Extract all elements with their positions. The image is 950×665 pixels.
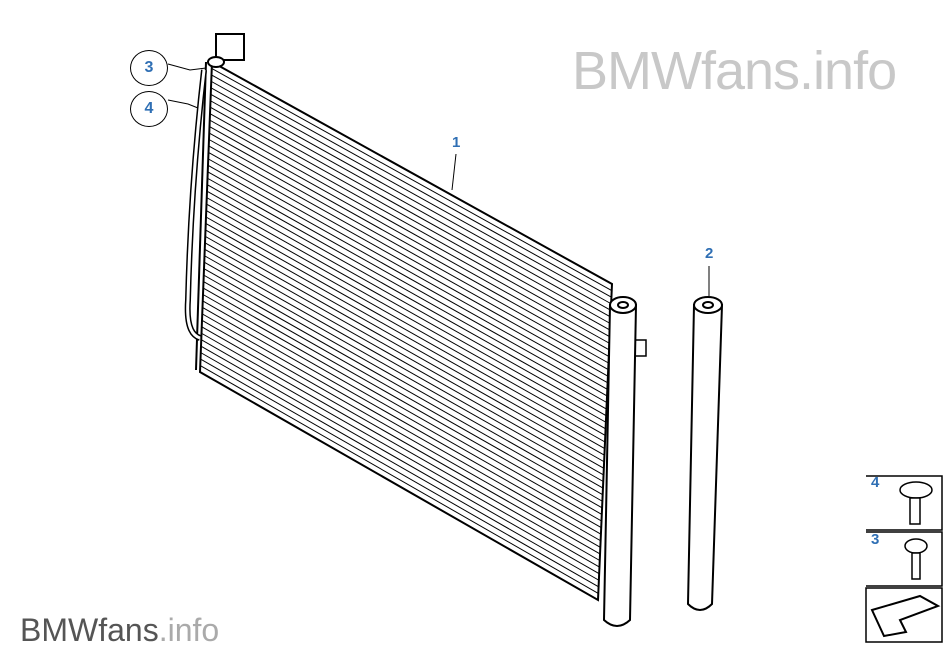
- fin-line: [202, 294, 602, 522]
- fin-line: [201, 319, 601, 548]
- callout-condenser[interactable]: 1: [452, 134, 461, 151]
- fin-line: [200, 352, 600, 581]
- fin-line: [206, 210, 606, 436]
- fin-line: [206, 197, 607, 423]
- fin-line: [206, 190, 607, 417]
- fin-line: [207, 184, 607, 410]
- dryer-cartridge: [686, 266, 724, 611]
- watermark-suffix: .info: [799, 41, 897, 101]
- fin-line: [201, 326, 601, 555]
- fin-line: [207, 177, 607, 403]
- fin-line: [204, 255, 604, 482]
- fin-line: [208, 145, 609, 371]
- fin-line: [208, 151, 609, 377]
- fin-line: [208, 158, 608, 384]
- fin-line: [205, 216, 606, 443]
- fin-line: [203, 281, 603, 509]
- fin-line: [207, 171, 608, 397]
- fin-line: [204, 248, 604, 476]
- fin-line: [202, 300, 602, 529]
- fin-line: [201, 332, 600, 561]
- fin-line: [209, 126, 610, 351]
- fin-line: [209, 113, 610, 338]
- fin-line: [208, 139, 609, 364]
- fin-line: [206, 203, 606, 430]
- fin-line: [211, 74, 612, 298]
- callout-dryer[interactable]: 2: [705, 245, 714, 262]
- watermark-suffix: .info: [158, 612, 220, 648]
- fin-line: [200, 345, 600, 575]
- condenser-frame: [167, 33, 647, 602]
- fin-line: [210, 100, 611, 324]
- watermark-brand: BMWfans: [20, 612, 159, 648]
- receiver-tank: [602, 296, 638, 627]
- fin-line: [210, 87, 612, 311]
- fin-line: [203, 274, 603, 502]
- fin-line: [204, 242, 605, 469]
- fin-line: [209, 119, 610, 344]
- watermark-small: BMWfans.info: [20, 612, 219, 649]
- fin-line: [200, 365, 599, 594]
- callout-circle-4[interactable]: 4: [130, 91, 168, 127]
- watermark-brand: BMWfans: [572, 41, 800, 101]
- fin-line: [200, 358, 599, 588]
- condenser-fins: [200, 68, 612, 594]
- fin-line: [210, 106, 611, 331]
- screw-large-icon: [899, 481, 933, 499]
- fin-line: [202, 313, 601, 542]
- legend-number-4[interactable]: 4: [871, 474, 880, 491]
- fin-line: [204, 261, 604, 489]
- fin-line: [211, 68, 612, 292]
- fin-line: [203, 268, 603, 496]
- arrow-icon: [870, 594, 941, 638]
- legend-graphics: [865, 475, 943, 643]
- fin-line: [211, 80, 612, 305]
- fin-line: [210, 93, 611, 318]
- fin-line: [205, 235, 605, 463]
- legend-number-3[interactable]: 3: [871, 531, 880, 548]
- fin-line: [205, 229, 605, 456]
- callout-circle-3[interactable]: 3: [130, 50, 168, 86]
- fin-line: [207, 164, 608, 390]
- screw-small-icon: [904, 538, 928, 554]
- fin-line: [209, 132, 610, 357]
- fin-line: [201, 339, 600, 568]
- fin-line: [205, 223, 605, 450]
- fin-line: [203, 287, 603, 515]
- fin-line: [202, 306, 602, 535]
- leader-lines: [451, 153, 457, 191]
- watermark-large: BMWfans.info: [572, 40, 897, 102]
